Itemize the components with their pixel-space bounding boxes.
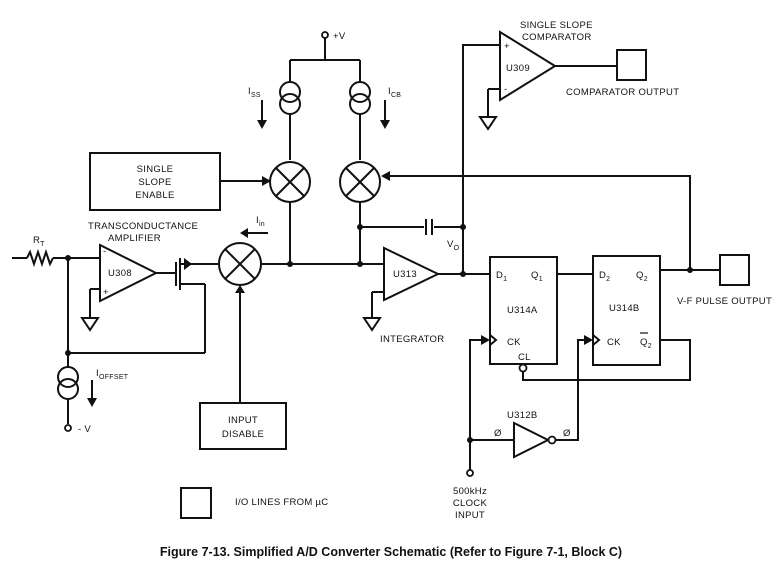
svg-text:INTEGRATOR: INTEGRATOR <box>380 334 444 345</box>
u313-integrator: U313 INTEGRATOR <box>362 246 500 345</box>
iin-arrow: Iin <box>240 215 268 238</box>
svg-text:VO: VO <box>447 239 460 252</box>
svg-text:CL: CL <box>518 352 531 363</box>
svg-text:CK: CK <box>507 337 521 348</box>
offset-current-source: - V IOFFSET <box>57 258 205 435</box>
svg-text:V-F PULSE OUTPUT: V-F PULSE OUTPUT <box>677 296 772 307</box>
svg-text:IOFFSET: IOFFSET <box>96 368 129 381</box>
legend: I/O LINES FROM µC <box>180 487 328 519</box>
icb-current-source: ICB <box>349 81 401 160</box>
svg-text:U314B: U314B <box>609 303 640 314</box>
svg-text:ENABLE: ENABLE <box>135 190 174 201</box>
u309-comparator: U309 + - SINGLE SLOPE COMPARATOR COMPARA… <box>462 20 679 227</box>
svg-text:INPUT: INPUT <box>228 415 258 426</box>
flip-flop-u314b: D2 Q2 U314B CK Q2 V-F PULSE OUTPUT <box>592 254 772 366</box>
flip-flop-u314a: D1 Q1 U314A CK CL <box>489 256 691 381</box>
svg-text:U309: U309 <box>506 63 530 74</box>
svg-text:CK: CK <box>607 337 621 348</box>
transconductance-label-2: AMPLIFIER <box>108 233 161 244</box>
svg-text:COMPARATOR: COMPARATOR <box>522 32 592 43</box>
svg-text:500kHz: 500kHz <box>453 486 487 497</box>
svg-text:INPUT: INPUT <box>455 510 485 521</box>
svg-text:Ø: Ø <box>563 428 571 439</box>
figure-caption: Figure 7-13. Simplified A/D Converter Sc… <box>160 545 622 559</box>
svg-text:U312B: U312B <box>507 410 538 421</box>
svg-text:SINGLE SLOPE: SINGLE SLOPE <box>520 20 593 31</box>
svg-text:SLOPE: SLOPE <box>138 177 171 188</box>
fet-transistor <box>175 258 218 353</box>
icb-label: ICB <box>388 86 401 99</box>
svg-text:U314A: U314A <box>507 305 538 316</box>
clock-network: Ø Ø U312B 500kHz CLOCK INPUT <box>453 335 593 521</box>
svg-text:RT: RT <box>33 235 45 248</box>
switch-iss <box>269 161 311 203</box>
transconductance-label-1: TRANSCONDUCTANCE <box>88 221 198 232</box>
iss-current-source: ISS <box>248 81 301 160</box>
svg-text:Iin: Iin <box>256 215 265 228</box>
svg-text:D1: D1 <box>496 270 507 283</box>
input-disable-block: INPUT DISABLE <box>199 285 287 450</box>
svg-text:CLOCK: CLOCK <box>453 498 488 509</box>
svg-text:DISABLE: DISABLE <box>222 429 264 440</box>
svg-text:COMPARATOR OUTPUT: COMPARATOR OUTPUT <box>566 87 679 98</box>
u308-amplifier: U308 - + <box>80 243 176 332</box>
svg-text:-: - <box>103 246 106 257</box>
svg-text:+: + <box>504 41 510 52</box>
svg-text:-: - <box>504 84 507 95</box>
supply-positive: +V <box>289 31 361 82</box>
svg-text:- V: - V <box>78 424 91 435</box>
svg-text:Ø: Ø <box>494 428 502 439</box>
svg-text:SINGLE: SINGLE <box>137 164 174 175</box>
single-slope-enable-block: SINGLE SLOPE ENABLE <box>89 152 271 211</box>
svg-text:Q2: Q2 <box>636 270 648 283</box>
rt-resistor: RT <box>12 235 100 268</box>
svg-text:U313: U313 <box>393 269 417 280</box>
supply-positive-label: +V <box>333 31 346 42</box>
svg-text:Q2: Q2 <box>640 337 652 350</box>
svg-text:U308: U308 <box>108 268 132 279</box>
svg-text:Q1: Q1 <box>531 270 543 283</box>
svg-text:+: + <box>103 287 109 298</box>
iss-label: ISS <box>248 86 261 99</box>
svg-text:D2: D2 <box>599 270 610 283</box>
switch-icb <box>339 161 381 203</box>
svg-text:I/O LINES FROM µC: I/O LINES FROM µC <box>235 497 328 508</box>
